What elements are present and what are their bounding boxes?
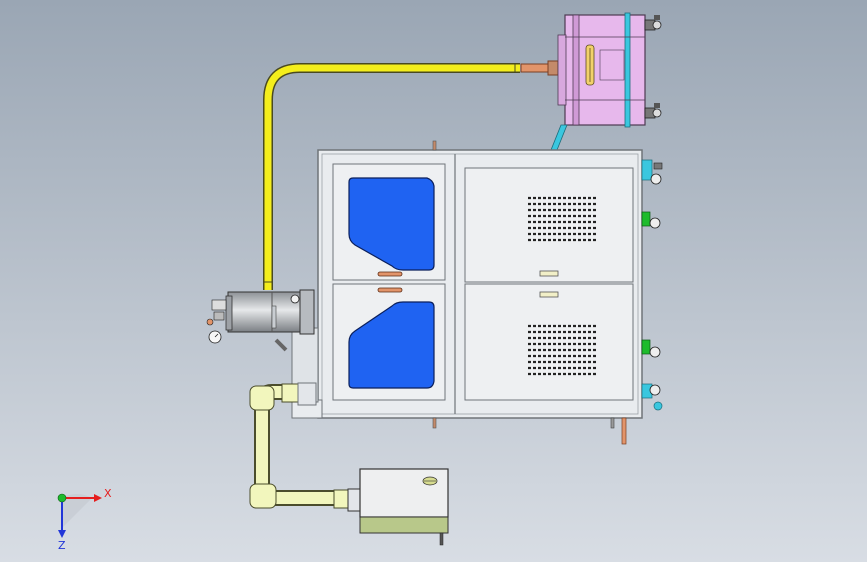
panel-upper-right[interactable] xyxy=(464,167,634,283)
heat-exchanger-unit[interactable] xyxy=(557,12,662,128)
vent-louvers-upper xyxy=(528,196,598,242)
door-lower-left[interactable] xyxy=(332,283,446,401)
yellow-pipe[interactable] xyxy=(263,63,520,290)
axis-z-arrow-icon xyxy=(58,530,66,538)
vent-louvers-lower xyxy=(528,324,598,376)
axis-triad: X Z xyxy=(57,487,112,552)
door-upper-left[interactable] xyxy=(332,163,446,281)
panel-lower-right[interactable] xyxy=(464,283,634,401)
pressure-gauge-icon xyxy=(206,299,227,344)
valve-fitting-bottom xyxy=(644,103,662,119)
cabinet-right-fittings xyxy=(610,159,663,445)
pump-tank-unit[interactable] xyxy=(347,468,449,546)
main-cabinet[interactable] xyxy=(317,140,663,445)
return-pipe[interactable] xyxy=(249,382,352,509)
axis-x-label: X xyxy=(104,487,112,500)
axis-y-origin-icon xyxy=(57,493,67,503)
valve-fitting-top xyxy=(644,15,662,31)
axis-z-label: Z xyxy=(58,539,66,552)
axis-x-arrow-icon xyxy=(94,494,102,502)
cylinder-filter[interactable] xyxy=(206,289,315,352)
